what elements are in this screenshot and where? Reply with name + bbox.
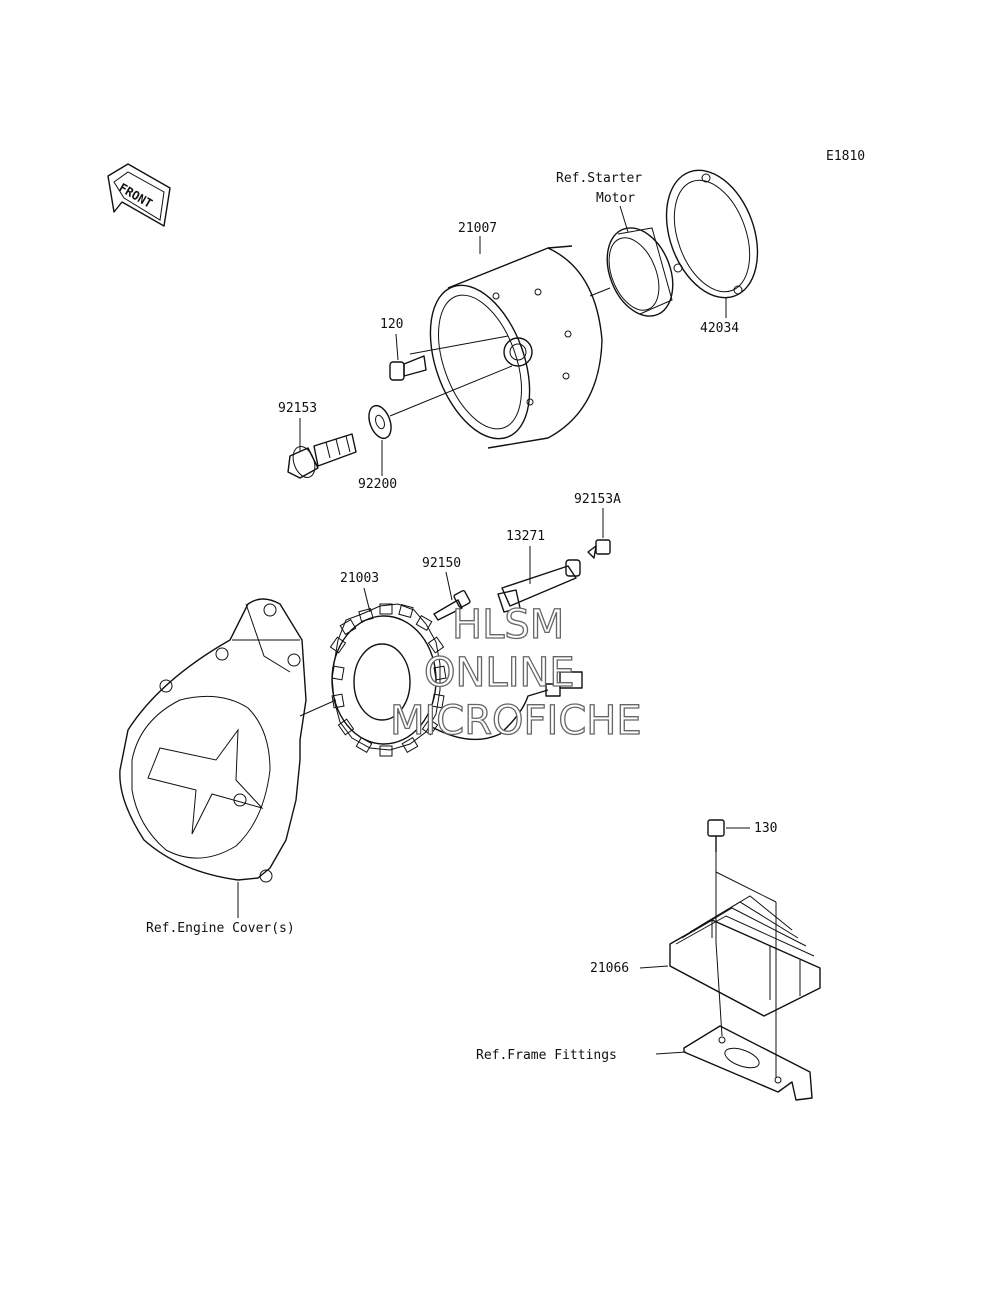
label-13271: 13271 xyxy=(506,529,545,544)
diagram-code: E1810 xyxy=(826,149,865,164)
label-ref-starter-motor: Motor xyxy=(596,191,635,206)
front-arrow-icon: FRONT xyxy=(107,163,171,227)
watermark-line-3: MICROFICHE xyxy=(390,698,642,744)
label-92153: 92153 xyxy=(278,401,317,416)
washer-92200-icon xyxy=(368,404,392,440)
label-130: 130 xyxy=(754,821,777,836)
front-label: FRONT xyxy=(117,180,155,210)
label-ref-frame-fittings: Ref.Frame Fittings xyxy=(476,1048,617,1063)
label-92150: 92150 xyxy=(422,556,461,571)
bearing-cover-42034 xyxy=(665,169,759,299)
bolt-120-icon xyxy=(389,355,427,381)
label-21003: 21003 xyxy=(340,571,379,586)
watermark-line-1: HLSM xyxy=(452,602,564,648)
label-92153a: 92153A xyxy=(574,492,621,507)
flange-bolt-92153-icon xyxy=(287,433,357,479)
screw-92150-icon xyxy=(433,590,471,621)
label-120: 120 xyxy=(380,317,403,332)
starter-clutch-ring xyxy=(589,227,674,317)
watermark-line-2: ONLINE xyxy=(424,650,575,696)
regulator-21066 xyxy=(669,819,821,1101)
pickup-coil-13271-icon xyxy=(497,559,581,613)
label-ref-engine-cover: Ref.Engine Cover(s) xyxy=(146,921,295,936)
bolt-92153a-icon xyxy=(587,539,611,559)
engine-cover xyxy=(119,598,307,883)
label-42034: 42034 xyxy=(700,321,739,336)
label-92200: 92200 xyxy=(358,477,397,492)
label-ref-starter: Ref.Starter xyxy=(556,171,642,186)
label-21066: 21066 xyxy=(590,961,629,976)
label-21007: 21007 xyxy=(458,221,497,236)
stator-assembly xyxy=(299,603,583,757)
rotor-assembly xyxy=(389,245,603,449)
